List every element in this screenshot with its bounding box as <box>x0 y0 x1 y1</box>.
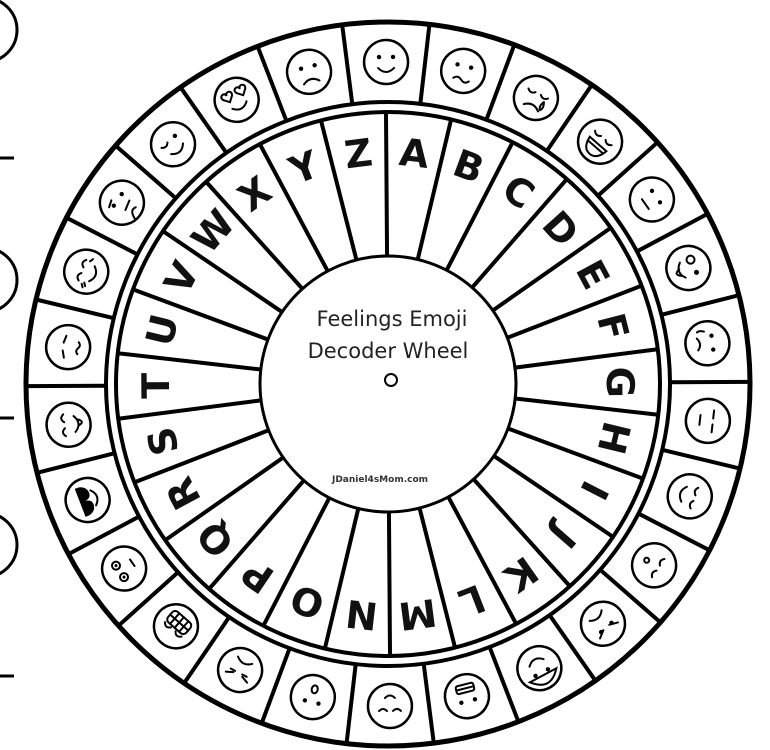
wheel-title-line2: Decoder Wheel <box>308 339 469 363</box>
edge-circle-top <box>0 0 17 62</box>
inner-divider <box>389 512 390 656</box>
happy-face-icon <box>364 40 408 84</box>
relieved-face-icon <box>368 684 412 728</box>
letter-a: A <box>397 130 432 177</box>
letter-t: T <box>134 373 178 399</box>
letter-g: G <box>598 367 642 399</box>
center-hub: Feelings Emoji Decoder Wheel JDaniel4sMo… <box>260 256 516 512</box>
left-edge-decorations <box>0 0 17 676</box>
wheel-title-line1: Feelings Emoji <box>317 307 468 331</box>
letter-z: Z <box>342 130 375 177</box>
letter-m: M <box>396 590 439 638</box>
letter-n: N <box>343 591 380 638</box>
credit-text: JDaniel4sMom.com <box>331 475 428 485</box>
edge-circle-middle <box>0 248 17 312</box>
inner-divider <box>386 112 387 256</box>
edge-circle-bottom <box>0 513 17 577</box>
